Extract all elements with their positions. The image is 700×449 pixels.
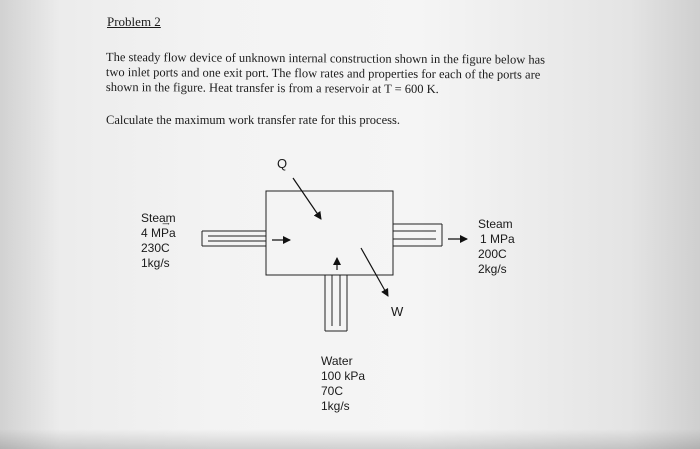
- outlet-steam-temperature: 200C: [478, 247, 507, 261]
- outlet-steam-pressure: 1 MPa: [480, 232, 515, 246]
- page-shadow-bottom: [0, 429, 700, 449]
- water-inlet-pipe: [324, 275, 348, 332]
- heat-label: Q: [277, 156, 288, 171]
- heat-arrow: [292, 177, 322, 220]
- outlet-steam-name: Steam: [478, 217, 513, 231]
- problem-title: Problem 2: [107, 14, 161, 29]
- outlet-steam-flow: 2kg/s: [478, 262, 507, 276]
- problem-question: Calculate the maximum work transfer rate…: [106, 113, 401, 127]
- inlet-steam-labels: Stea͢m 4 MPa 230C 1kg/s: [141, 211, 176, 271]
- water-temperature: 70C: [321, 384, 344, 398]
- water-labels: Water 100 kPa 70C 1kg/s: [321, 354, 365, 414]
- inlet-steam-flow: 1kg/s: [141, 256, 170, 270]
- steam-inlet-pipe: [201, 230, 266, 247]
- outlet-steam-labels: Steam 1 MPa 200C 2kg/s: [478, 217, 515, 277]
- water-name: Water: [321, 354, 353, 368]
- device-box: [265, 190, 394, 276]
- water-flow: 1kg/s: [321, 399, 350, 413]
- page-shadow-left: [0, 0, 60, 449]
- inlet-steam-pressure: 4 MPa: [141, 226, 176, 240]
- inlet-steam-temperature: 230C: [141, 241, 170, 255]
- work-label: W: [391, 304, 404, 319]
- inlet-steam-name: Stea͢m: [141, 211, 176, 225]
- steam-outlet-pipe: [393, 223, 443, 247]
- work-arrow: [360, 247, 389, 297]
- water-pressure: 100 kPa: [321, 369, 366, 383]
